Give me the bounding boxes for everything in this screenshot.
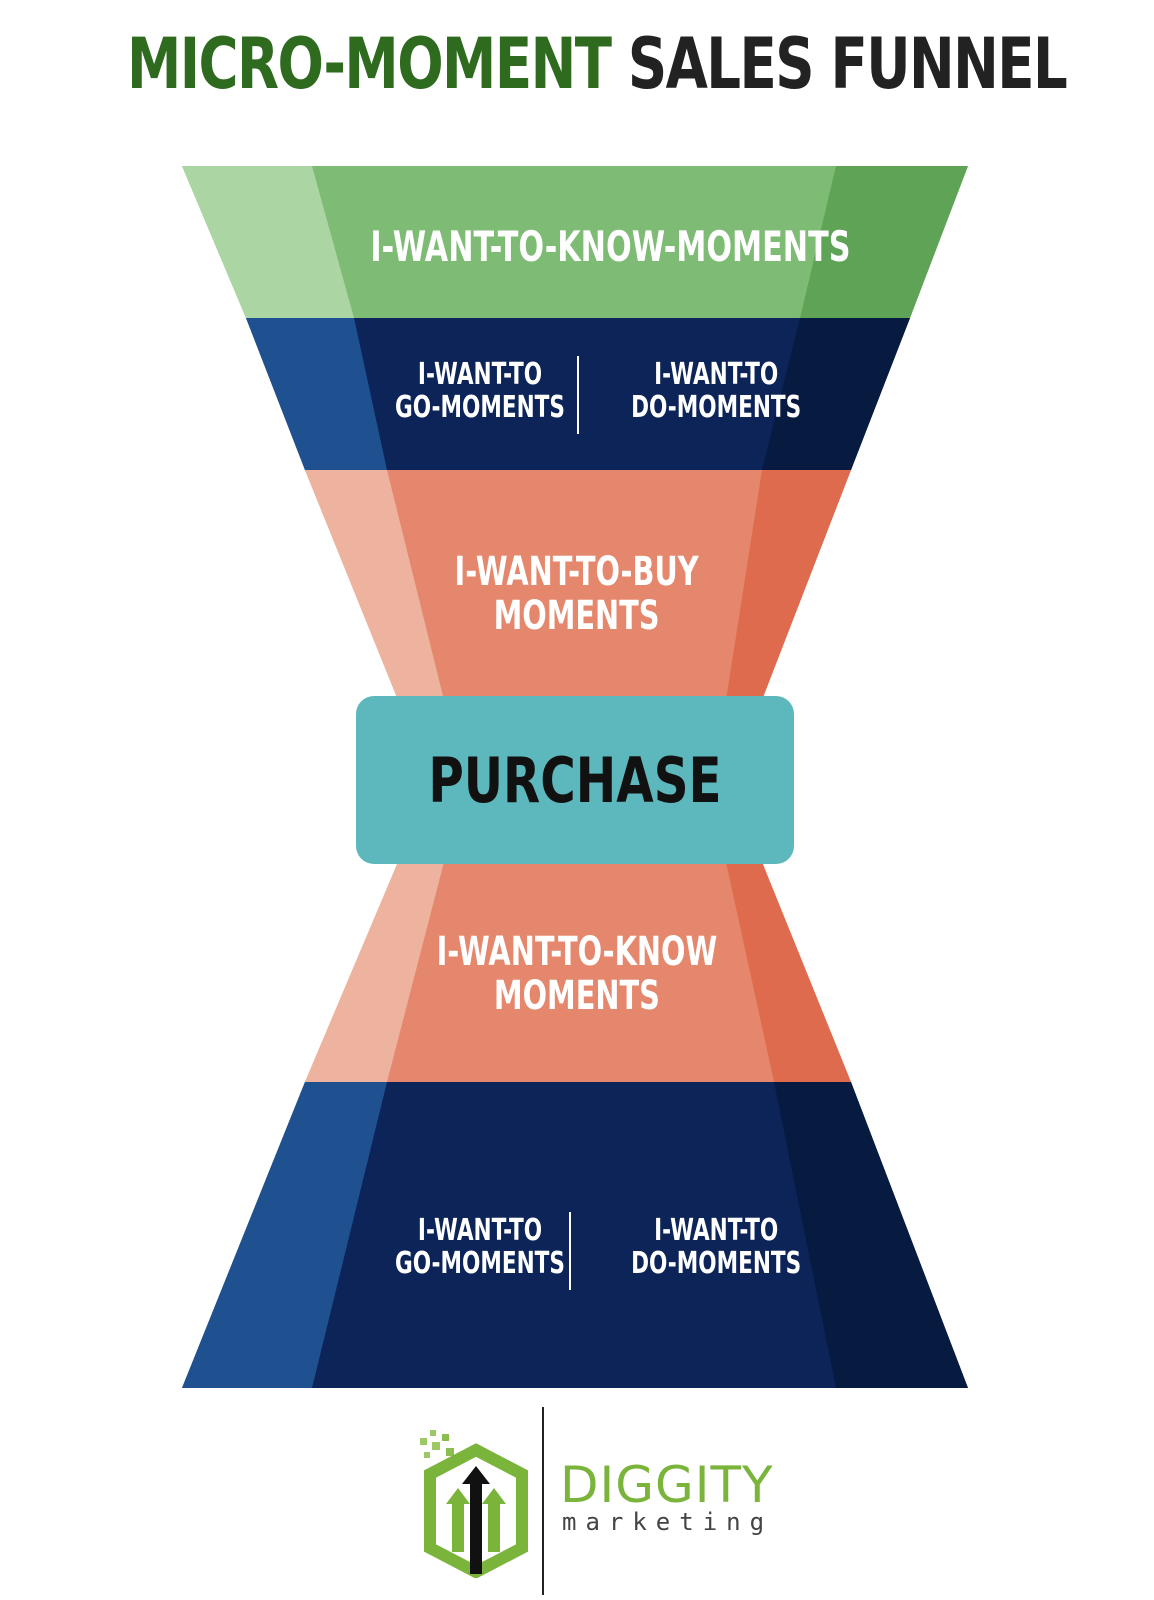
purchase-box: PURCHASE bbox=[356, 696, 794, 864]
title-part-2: SALES FUNNEL bbox=[627, 23, 1068, 105]
divider-upper bbox=[577, 356, 579, 434]
stage-know-top bbox=[182, 166, 968, 318]
stage-buy bbox=[305, 470, 851, 700]
title-part-1: MICRO-MOMENT bbox=[126, 23, 612, 105]
divider-lower bbox=[569, 1212, 571, 1290]
house-arrows-logo-icon bbox=[420, 1430, 528, 1578]
logo-name: DIGGITY bbox=[560, 1456, 774, 1514]
logo-divider bbox=[542, 1407, 544, 1595]
purchase-label: PURCHASE bbox=[428, 743, 722, 817]
page-title: MICRO-MOMENT SALES FUNNEL bbox=[126, 22, 1068, 106]
stage-go-do-upper bbox=[246, 318, 910, 470]
label-know-top: I-WANT-TO-KNOW-MOMENTS bbox=[370, 222, 851, 271]
logo-subtitle: marketing bbox=[562, 1508, 774, 1536]
stage-know-lower bbox=[305, 862, 851, 1082]
stage-go-do-lower bbox=[182, 1082, 968, 1388]
